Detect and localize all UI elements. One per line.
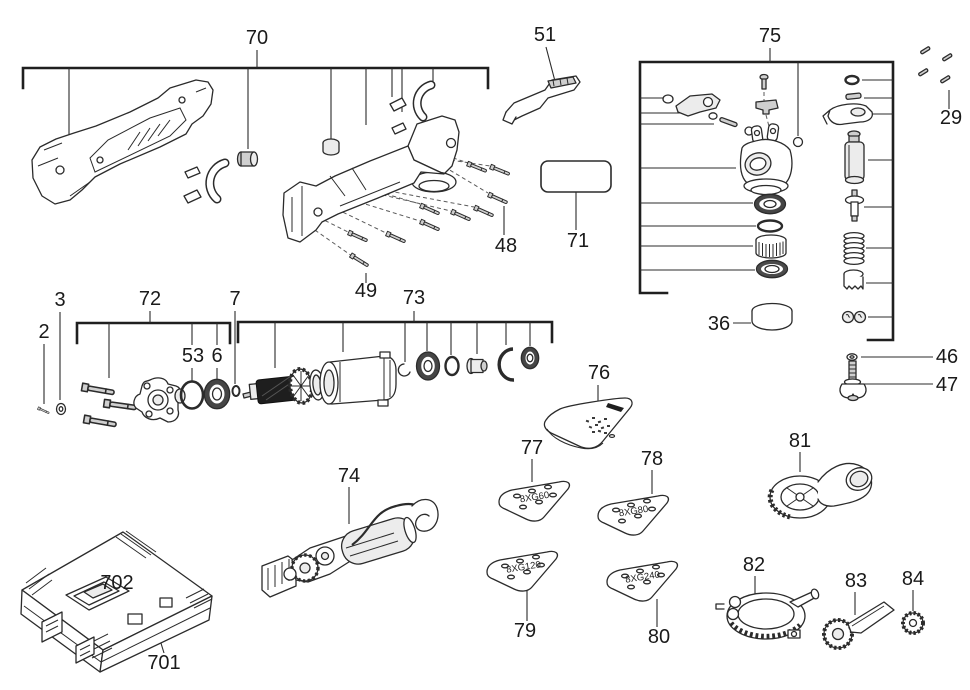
part-screw-2 (37, 406, 50, 415)
callout-49: 49 (355, 280, 377, 302)
callout-701: 701 (147, 652, 180, 674)
pad-grit-prints: 8XG60 8XG80 8XG120 8XG240 (506, 490, 661, 586)
callout-83: 83 (845, 570, 867, 592)
callout-7: 7 (229, 288, 240, 310)
bracket-72 (75, 311, 232, 378)
part-star-washer-84 (901, 611, 925, 635)
callout-82: 82 (743, 554, 765, 576)
callout-74: 74 (338, 465, 360, 487)
assembly-drive-74 (261, 498, 439, 598)
part-bearing-6 (203, 378, 231, 410)
screw-alignment-dashes (291, 92, 772, 257)
callout-46: 46 (936, 346, 958, 368)
part-housing-left-half (31, 79, 214, 205)
grit-label-8xg80: 8XG80 (618, 504, 649, 519)
callout-77: 77 (521, 437, 543, 459)
callout-84: 84 (902, 568, 924, 590)
callout-79: 79 (514, 620, 536, 642)
part-nameplate-71 (540, 160, 612, 193)
callout-53: 53 (182, 345, 204, 367)
assembly-motor-73 (242, 346, 540, 407)
assembly-spindle-column-75 (822, 74, 874, 324)
part-ring-7 (231, 385, 241, 397)
part-gear-head-72 (80, 377, 186, 430)
callout-81: 81 (789, 430, 811, 452)
bracket-box-75 (638, 48, 895, 342)
part-clamp-ring-82 (715, 588, 820, 640)
part-backing-pad-76 (543, 397, 633, 450)
callout-2: 2 (38, 321, 49, 343)
callouts: 70 51 75 29 48 71 49 3 2 72 53 6 7 73 36… (38, 24, 962, 674)
part-pins-29 (917, 45, 953, 84)
callout-29: 29 (940, 107, 962, 129)
part-blade-83 (822, 601, 895, 650)
callout-36: 36 (708, 313, 730, 335)
callout-48: 48 (495, 235, 517, 257)
bracket-73 (236, 311, 554, 368)
grit-label-8xg240: 8XG240 (625, 569, 661, 585)
callout-80: 80 (648, 626, 670, 648)
assembly-head-75 (662, 73, 804, 279)
part-carry-case-701 (20, 530, 213, 673)
part-thumb-bolt-47 (839, 360, 867, 402)
callout-51: 51 (534, 24, 556, 46)
callout-73: 73 (403, 287, 425, 309)
callout-72: 72 (139, 288, 161, 310)
part-oring-53 (179, 380, 205, 410)
leader-lines (43, 46, 950, 654)
grit-label-8xg60: 8XG60 (519, 490, 550, 505)
part-ring-36 (751, 302, 793, 331)
part-dust-elbow-81 (767, 462, 873, 520)
part-grip-inserts (183, 80, 436, 204)
callout-6: 6 (211, 345, 222, 367)
callout-71: 71 (567, 230, 589, 252)
part-housing-right-half (282, 115, 460, 243)
bracket-70 (21, 50, 490, 149)
part-washer-3 (55, 402, 67, 416)
callout-76: 76 (588, 362, 610, 384)
callout-702: 702 (100, 572, 133, 594)
grit-label-8xg120: 8XG120 (506, 559, 542, 575)
callout-75: 75 (759, 25, 781, 47)
part-washer-46 (846, 353, 858, 361)
callout-78: 78 (641, 448, 663, 470)
callout-70: 70 (246, 27, 268, 49)
callout-47: 47 (936, 374, 958, 396)
part-switch-slider-51 (502, 75, 581, 125)
callout-3: 3 (54, 289, 65, 311)
